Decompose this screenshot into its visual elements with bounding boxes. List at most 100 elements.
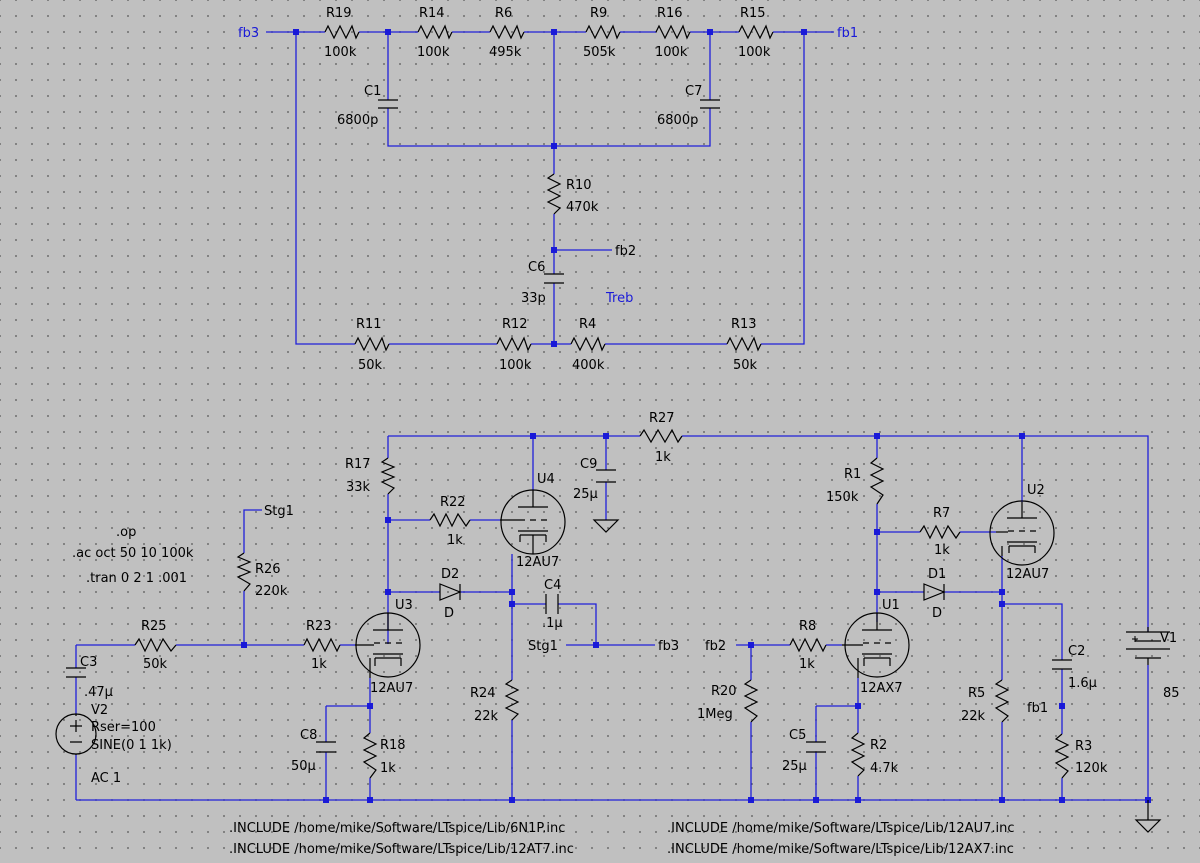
capacitor-C8 [316,741,336,753]
val-R20: 1Meg [697,707,733,722]
tube-U1 [842,612,910,678]
ref-R23: R23 [306,619,332,634]
resistor-R25 [134,637,177,653]
model-D1: D [932,606,942,621]
val-R1: 150k [826,490,859,505]
comment-treb: Treb [605,291,633,306]
ref-U3: U3 [395,598,413,613]
resistor-R11 [354,336,390,352]
param-V2-sine: SINE(0 1 1k) [91,738,172,753]
ref-C1: C1 [364,84,381,99]
net-label-stg1-c4: Stg1 [528,639,558,654]
ref-C8: C8 [300,728,317,743]
val-R8: 1k [799,657,815,672]
resistor-R19 [324,24,360,40]
ref-D1: D1 [928,567,946,582]
ground-symbol-main [1134,800,1162,833]
val-R15: 100k [738,45,771,60]
val-R9: 505k [583,45,616,60]
directive-tran: .tran 0 2 1 .001 [86,571,187,586]
ref-R26: R26 [255,562,281,577]
ref-U2: U2 [1027,483,1045,498]
val-R7: 1k [934,543,950,558]
include-6n1p: .INCLUDE /home/mike/Software/LTspice/Lib… [229,821,565,836]
val-R5: 22k [961,709,986,724]
net-label-fb1: fb1 [837,26,858,41]
ref-R20: R20 [711,684,737,699]
ref-R16: R16 [657,6,683,21]
val-R22: 1k [447,533,463,548]
ref-R24: R24 [470,686,496,701]
resistor-R17 [380,457,396,495]
val-R16: 100k [655,45,688,60]
resistor-R5 [994,679,1010,723]
ref-C4: C4 [544,578,561,593]
ref-R8: R8 [799,619,816,634]
include-12at7: .INCLUDE /home/mike/Software/LTspice/Lib… [229,842,574,857]
net-label-fb3: fb3 [238,26,259,41]
val-R19: 100k [324,45,357,60]
voltage-source-V2 [55,713,97,755]
ref-R10: R10 [566,178,592,193]
capacitor-C4 [545,594,559,614]
model-D2: D [444,606,454,621]
ref-C2: C2 [1068,644,1085,659]
val-C7: 6800p [657,113,698,128]
ref-C5: C5 [789,728,806,743]
resistor-R16 [655,24,691,40]
ground-symbol-c9 [592,519,620,533]
val-R26: 220k [255,584,288,599]
capacitor-C5 [806,741,826,753]
param-V2-rser: Rser=100 [91,720,156,735]
directive-op: .op [116,525,136,540]
val-R2: 4.7k [870,761,899,776]
resistor-R3 [1054,733,1070,779]
resistor-R12 [496,336,532,352]
ref-R6: R6 [495,6,512,21]
wire-net [75,31,1149,801]
resistor-R8 [789,637,827,653]
resistor-R13 [726,336,762,352]
resistor-R15 [738,24,774,40]
resistor-R20 [743,679,759,723]
capacitor-C7 [700,99,720,109]
net-label-stg1: Stg1 [264,504,294,519]
include-12ax7: .INCLUDE /home/mike/Software/LTspice/Lib… [667,842,1014,857]
ref-D2: D2 [441,567,459,582]
ref-R18: R18 [380,738,406,753]
val-R17: 33k [346,480,371,495]
ref-C3: C3 [80,655,97,670]
resistor-R14 [417,24,453,40]
ref-R25: R25 [141,619,167,634]
capacitor-C3 [66,667,86,678]
val-C3: .47µ [84,685,113,700]
resistor-R23 [303,637,341,653]
val-C8: 50µ [291,759,316,774]
val-R6: 495k [489,45,522,60]
resistor-R10 [546,173,562,215]
val-R12: 100k [499,358,532,373]
val-R24: 22k [474,709,499,724]
tube-U3 [355,612,421,678]
val-R10: 470k [566,200,599,215]
param-V2-ac: AC 1 [91,771,121,786]
tube-U2 [989,500,1055,566]
val-C2: 1.6µ [1068,676,1097,691]
val-R3: 120k [1075,761,1108,776]
val-C5: 25µ [782,759,807,774]
ref-R1: R1 [844,467,861,482]
val-R13: 50k [733,358,758,373]
capacitor-C9 [596,469,616,483]
capacitor-C6 [544,273,564,284]
val-R14: 100k [417,45,450,60]
ref-R3: R3 [1075,739,1092,754]
ref-R22: R22 [440,495,466,510]
ref-U4: U4 [537,472,555,487]
ref-R27: R27 [649,411,675,426]
ref-V1: V1 [1160,631,1177,646]
resistor-R2 [850,732,866,777]
resistor-R26 [236,552,252,592]
val-C1: 6800p [337,113,378,128]
